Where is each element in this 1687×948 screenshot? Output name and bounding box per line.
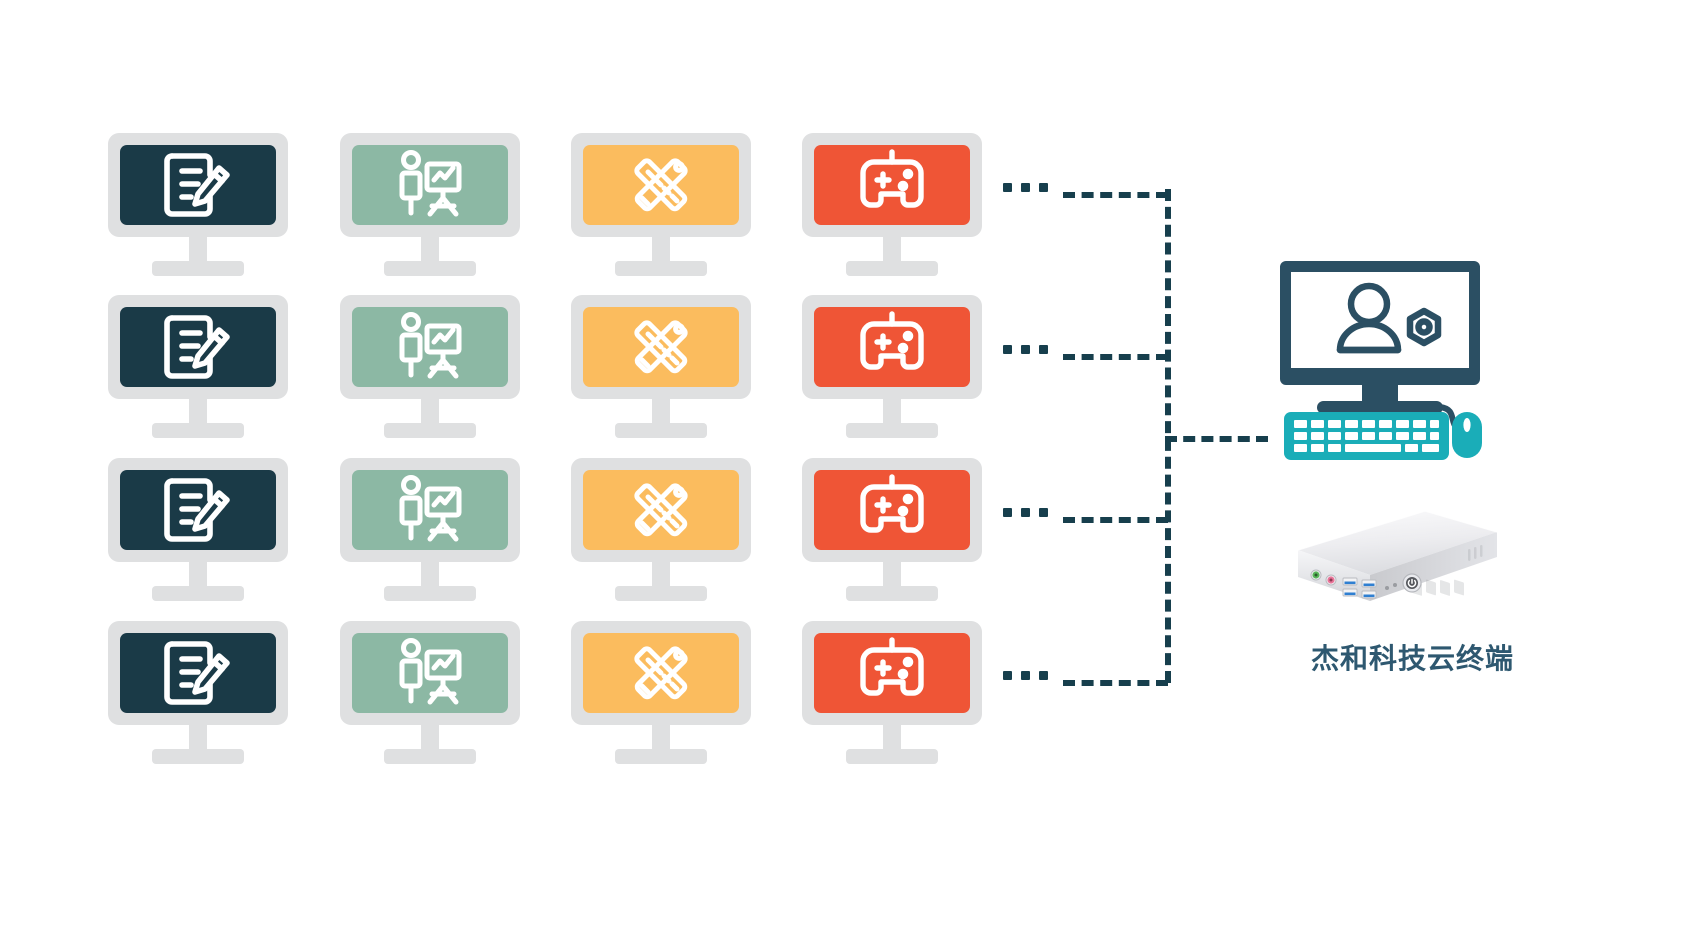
- monitor-stand-base: [846, 423, 938, 438]
- io-ports: [1310, 569, 1397, 599]
- monitor-stand-base: [615, 423, 707, 438]
- ellipsis-dot: [1021, 671, 1030, 680]
- monitor-stand-neck: [189, 725, 207, 753]
- terminal-document-edit-row-1[interactable]: [108, 133, 288, 283]
- monitor-stand-base: [384, 749, 476, 764]
- ellipsis-dot: [1003, 671, 1012, 680]
- monitor-stand-neck: [652, 562, 670, 590]
- ellipsis-dot: [1003, 345, 1012, 354]
- presentation-easel-icon: [352, 633, 508, 713]
- monitor-stand-base: [615, 586, 707, 601]
- monitor-stand-neck: [652, 725, 670, 753]
- admin-keyboard[interactable]: [1284, 412, 1449, 460]
- admin-monitor-icon: [1280, 261, 1480, 414]
- monitor-stand-neck: [652, 399, 670, 427]
- power-button: [1402, 573, 1422, 593]
- mouse-icon: [1452, 412, 1482, 458]
- monitor-stand-base: [615, 261, 707, 276]
- monitor-stand-neck: [883, 237, 901, 265]
- user-gear-icon: [1336, 282, 1402, 354]
- monitor-stand-base: [384, 261, 476, 276]
- monitor-stand-neck: [652, 237, 670, 265]
- terminal-document-edit-row-2[interactable]: [108, 295, 288, 445]
- terminal-document-edit-row-3[interactable]: [108, 458, 288, 608]
- monitor-stand-neck: [189, 399, 207, 427]
- monitor-stand-base: [152, 261, 244, 276]
- admin-workstation[interactable]: [1280, 255, 1480, 460]
- terminal-design-row-1[interactable]: [571, 133, 751, 283]
- ruler-pencil-icon: [583, 470, 739, 550]
- connector-row-3: [1063, 517, 1168, 523]
- ruler-pencil-icon: [583, 145, 739, 225]
- ellipsis-dot: [1021, 345, 1030, 354]
- gamepad-icon: [814, 633, 970, 713]
- monitor-stand-neck: [421, 725, 439, 753]
- terminal-presentation-row-4[interactable]: [340, 621, 520, 771]
- ellipsis-dot: [1021, 508, 1030, 517]
- ellipsis-dot: [1039, 671, 1048, 680]
- terminal-design-row-4[interactable]: [571, 621, 751, 771]
- monitor-stand-base: [152, 749, 244, 764]
- terminal-gaming-row-1[interactable]: [802, 133, 982, 283]
- presentation-easel-icon: [352, 307, 508, 387]
- monitor-stand-base: [846, 261, 938, 276]
- gamepad-icon: [814, 145, 970, 225]
- connector-row-4: [1063, 680, 1168, 686]
- terminal-gaming-row-3[interactable]: [802, 458, 982, 608]
- connector-row-2: [1063, 354, 1168, 360]
- keyboard-icon: [1284, 412, 1449, 460]
- row-ellipsis: [1003, 345, 1048, 354]
- ellipsis-dot: [1039, 508, 1048, 517]
- terminal-presentation-row-3[interactable]: [340, 458, 520, 608]
- gamepad-icon: [814, 307, 970, 387]
- monitor-stand-neck: [189, 562, 207, 590]
- gear-icon: [1406, 307, 1442, 347]
- document-edit-icon: [120, 633, 276, 713]
- ellipsis-dot: [1039, 183, 1048, 192]
- row-ellipsis: [1003, 183, 1048, 192]
- admin-mouse[interactable]: [1452, 412, 1482, 458]
- mini-pc-device[interactable]: [1262, 505, 1497, 615]
- monitor-stand-neck: [883, 562, 901, 590]
- monitor-stand-neck: [189, 237, 207, 265]
- terminal-design-row-2[interactable]: [571, 295, 751, 445]
- monitor-stand-base: [846, 749, 938, 764]
- ellipsis-dot: [1003, 508, 1012, 517]
- terminal-gaming-row-4[interactable]: [802, 621, 982, 771]
- document-edit-icon: [120, 470, 276, 550]
- monitor-stand-base: [384, 423, 476, 438]
- row-ellipsis: [1003, 508, 1048, 517]
- monitor-stand-base: [384, 586, 476, 601]
- terminal-presentation-row-2[interactable]: [340, 295, 520, 445]
- document-edit-icon: [120, 145, 276, 225]
- terminal-design-row-3[interactable]: [571, 458, 751, 608]
- presentation-easel-icon: [352, 145, 508, 225]
- monitor-stand-neck: [883, 725, 901, 753]
- document-edit-icon: [120, 307, 276, 387]
- connector-to-server: [1165, 436, 1268, 442]
- ellipsis-dot: [1039, 345, 1048, 354]
- presentation-easel-icon: [352, 470, 508, 550]
- mini-pc-icon: [1297, 510, 1497, 601]
- monitor-stand-base: [615, 749, 707, 764]
- monitor-stand-neck: [421, 399, 439, 427]
- terminal-presentation-row-1[interactable]: [340, 133, 520, 283]
- row-ellipsis: [1003, 671, 1048, 680]
- device-caption: 杰和科技云终端: [1311, 642, 1515, 675]
- gamepad-icon: [814, 470, 970, 550]
- connector-row-1: [1063, 192, 1168, 198]
- ellipsis-dot: [1021, 183, 1030, 192]
- terminal-document-edit-row-4[interactable]: [108, 621, 288, 771]
- ellipsis-dot: [1003, 183, 1012, 192]
- monitor-stand-neck: [421, 237, 439, 265]
- ruler-pencil-icon: [583, 307, 739, 387]
- monitor-stand-neck: [421, 562, 439, 590]
- monitor-stand-neck: [883, 399, 901, 427]
- ruler-pencil-icon: [583, 633, 739, 713]
- monitor-stand-base: [152, 586, 244, 601]
- monitor-stand-base: [152, 423, 244, 438]
- terminal-gaming-row-2[interactable]: [802, 295, 982, 445]
- monitor-stand-base: [846, 586, 938, 601]
